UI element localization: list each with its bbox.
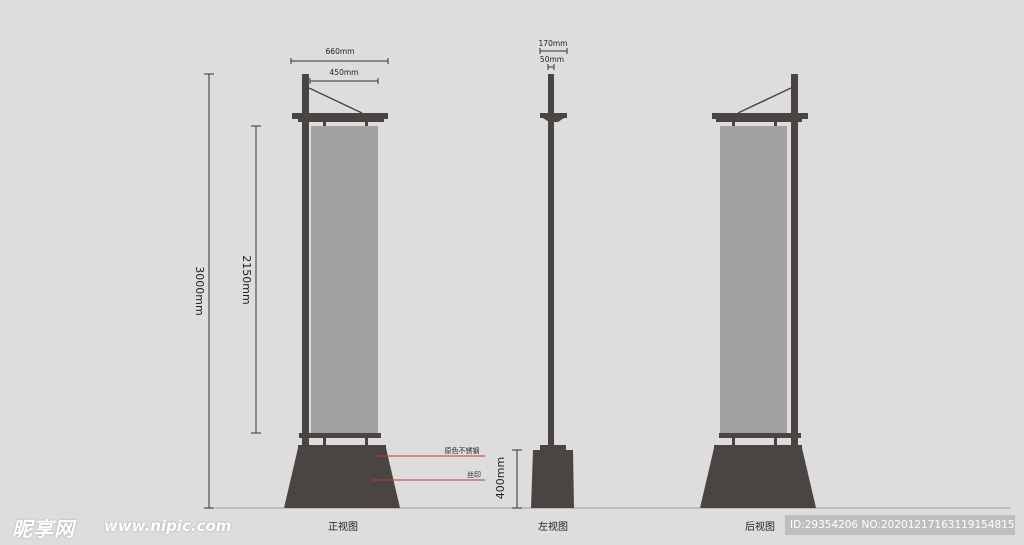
dim-label-450: 450mm <box>330 68 359 77</box>
front-bottom-stub-left <box>323 438 326 445</box>
side-view: 170mm 50mm 400mm 左视图 <box>494 39 574 533</box>
watermark-id-text: ID:29354206 NO:20201217163119154815 <box>790 519 1015 531</box>
front-bottom-stub-right <box>365 438 368 445</box>
dim-label-3000: 3000mm <box>193 266 206 315</box>
label-left-view: 左视图 <box>538 520 568 533</box>
front-bottom-bar <box>299 433 381 438</box>
back-panel <box>720 126 787 433</box>
watermark-url: www.nipic.com <box>104 517 232 535</box>
back-base <box>700 448 816 508</box>
side-base-cap <box>540 445 566 450</box>
side-base <box>531 450 574 508</box>
back-main-post <box>791 74 798 446</box>
dim-label-2150: 2150mm <box>240 255 253 304</box>
dim-label-170: 170mm <box>539 39 568 48</box>
front-view: 660mm 450mm 3000mm 2150mm 原色不锈钢 丝印 正视图 <box>193 47 485 533</box>
label-front-view: 正视图 <box>328 520 358 533</box>
watermark-id: ID:29354206 NO:20201217163119154815 <box>785 515 1015 535</box>
back-view: 后视图 <box>700 74 816 533</box>
watermark-logo: 昵享网 <box>12 517 75 541</box>
back-bottom-stub-right <box>774 438 777 445</box>
back-hanger-left <box>732 121 735 126</box>
front-base-cap <box>298 445 386 448</box>
front-top-bar <box>292 113 388 119</box>
front-top-bar-lip <box>298 119 384 122</box>
back-base-cap <box>714 445 802 448</box>
front-panel <box>311 126 378 433</box>
dim-label-50: 50mm <box>540 55 564 64</box>
back-top-bar-lip <box>716 119 802 122</box>
front-main-post <box>302 74 309 446</box>
front-base <box>284 448 400 508</box>
watermark-id-background <box>785 515 1015 535</box>
dim-label-400: 400mm <box>494 457 507 499</box>
back-bottom-stub-left <box>732 438 735 445</box>
back-bottom-bar <box>719 433 801 438</box>
annotation-material: 原色不锈钢 <box>445 446 480 455</box>
front-brace <box>308 87 363 114</box>
label-back-view: 后视图 <box>745 520 775 533</box>
back-hanger-right <box>774 121 777 126</box>
side-top-bracket <box>543 118 564 122</box>
front-hanger-right <box>365 121 368 126</box>
back-brace <box>737 87 792 114</box>
dim-label-660: 660mm <box>326 47 355 56</box>
back-top-bar <box>712 113 808 119</box>
side-post <box>548 74 554 446</box>
side-top-bar <box>540 113 567 118</box>
annotation-print: 丝印 <box>467 470 481 479</box>
front-hanger-left <box>323 121 326 126</box>
